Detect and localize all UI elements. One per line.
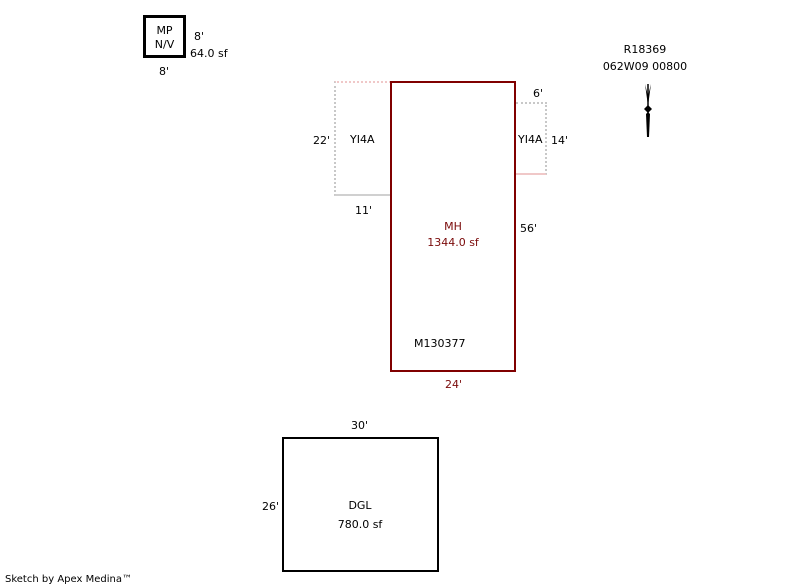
north-arrow-icon [644,84,652,137]
parcel-map-number: 062W09 00800 [602,60,688,73]
dgl-side-top: 30' [351,419,369,432]
dgl-label: DGL [348,499,372,512]
mp-label: MP N/V [146,24,183,52]
yi4a-right-side-top: 6' [533,87,544,100]
yi4a-right-label: YI4A [518,133,543,146]
yi4a-left-side-left: 22' [313,134,331,147]
dgl-side-left: 26' [262,500,280,513]
mh-label: MH [444,220,462,233]
dgl-area-box[interactable] [282,437,439,572]
mh-side-bottom: 24' [445,378,463,391]
dgl-area-text: 780.0 sf [337,518,383,531]
mp-side-right: 8' [194,30,205,43]
mp-area-text: 64.0 sf [190,47,228,60]
mp-label-line1: MP [156,24,173,37]
mh-id-label: M130377 [414,337,466,350]
yi4a-right-side-right: 14' [551,134,569,147]
mp-side-bottom: 8' [159,65,170,78]
parcel-id: R18369 [623,43,667,56]
yi4a-left-side-bottom: 11' [355,204,373,217]
yi4a-right-area-box[interactable] [516,102,547,175]
footer-credit: Sketch by Apex Medina™ [5,574,132,585]
mp-area-box[interactable] [143,15,186,58]
yi4a-left-label: YI4A [350,133,375,146]
mp-label-line2: N/V [154,38,175,51]
yi4a-left-area-box[interactable] [334,81,391,196]
mh-side-right: 56' [520,222,538,235]
mh-area-box[interactable] [390,81,516,372]
mh-area-text: 1344.0 sf [427,236,479,249]
